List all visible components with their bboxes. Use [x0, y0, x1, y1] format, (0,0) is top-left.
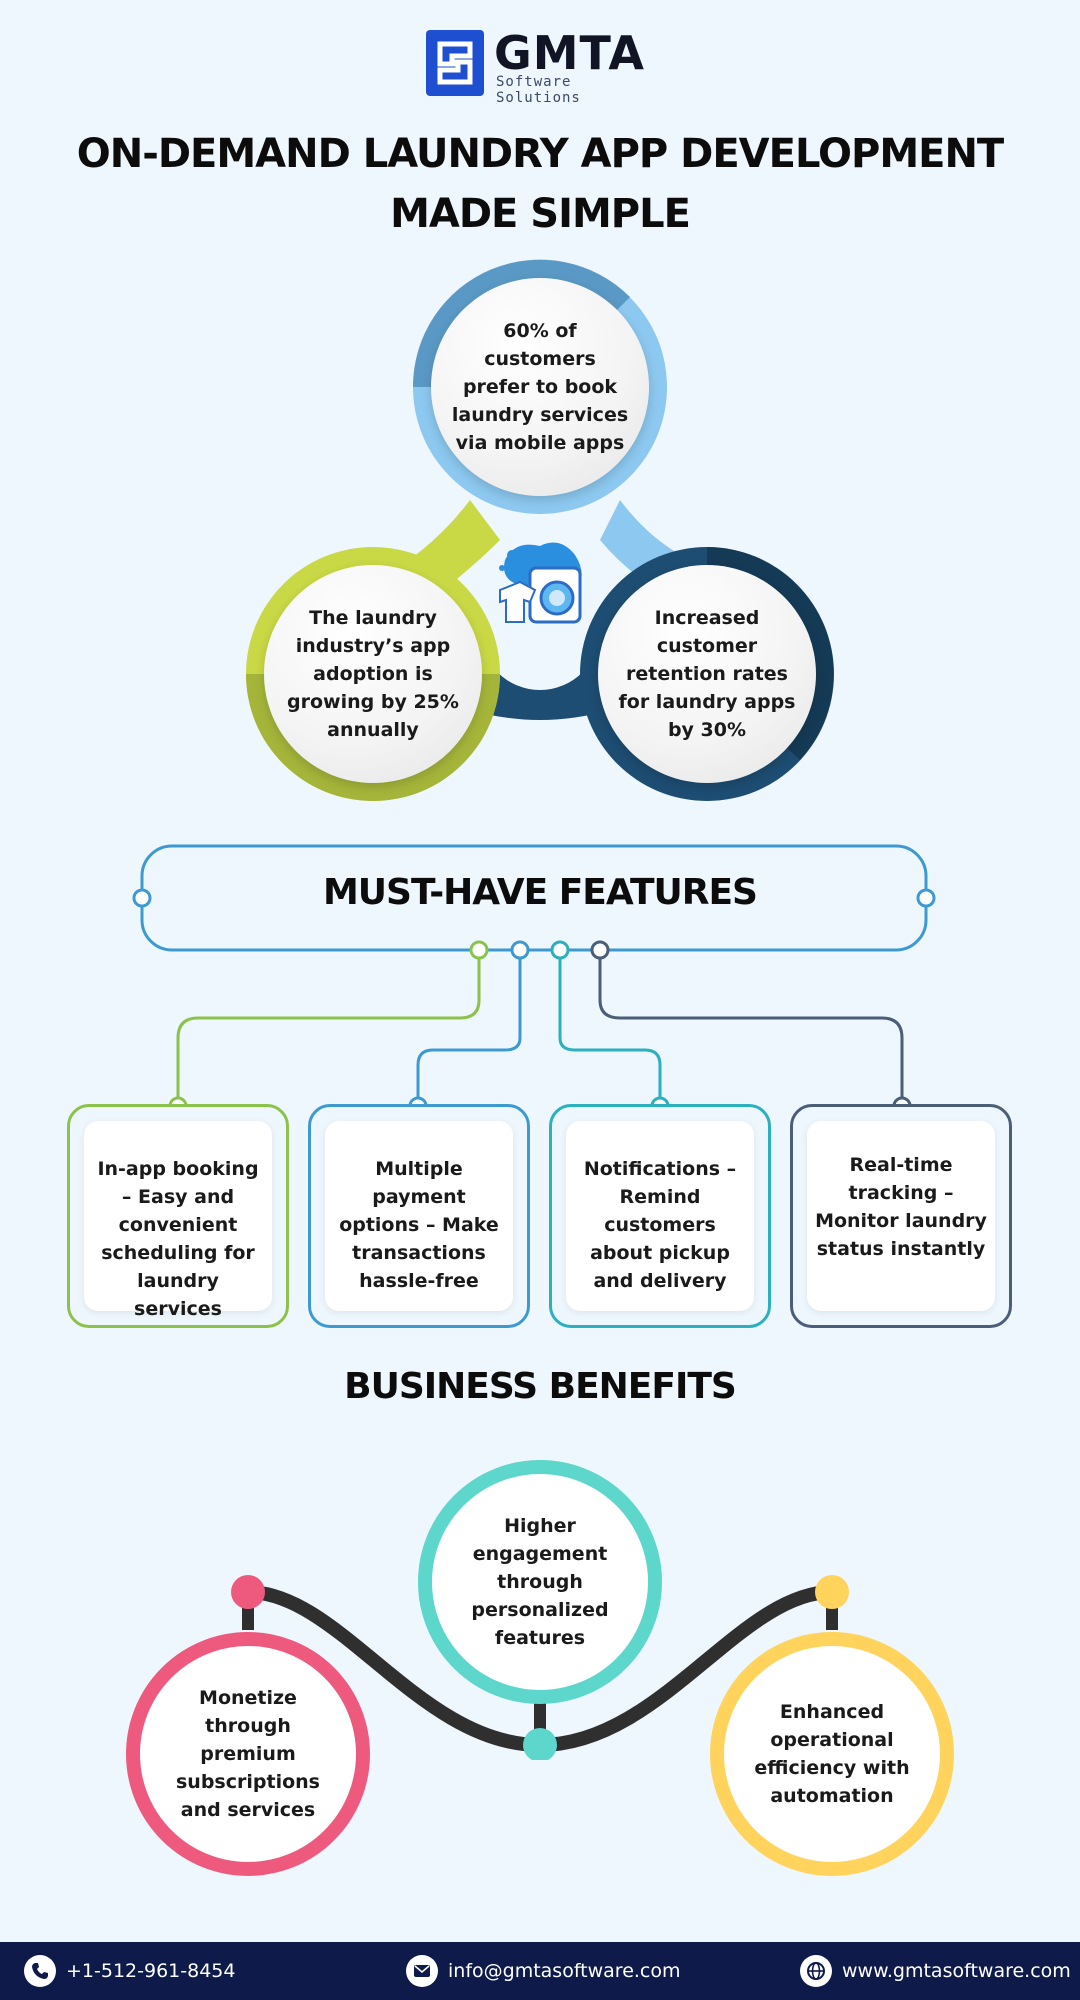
brand-logo: GMTA Software Solutions	[426, 26, 656, 106]
benefit-dot-teal	[523, 1728, 557, 1760]
feature-card-notifications: Notifications – Remind customers about p…	[549, 1104, 771, 1328]
benefit-text-engagement: Higher engagement through personalized f…	[471, 1515, 609, 1649]
feature-card-inner: Multiple payment options – Make transact…	[325, 1121, 513, 1311]
stat-text-left: The laundry industry’s app adoption is g…	[287, 607, 459, 741]
stat-circle-left: The laundry industry’s app adoption is g…	[264, 565, 482, 783]
globe-icon	[800, 1955, 832, 1987]
feature-card-payment: Multiple payment options – Make transact…	[308, 1104, 530, 1328]
feature-card-booking: In-app booking – Easy and convenient sch…	[67, 1104, 289, 1328]
feature-card-inner: Notifications – Remind customers about p…	[566, 1121, 754, 1311]
feature-card-inner: In-app booking – Easy and convenient sch…	[84, 1121, 272, 1320]
stat-text-right: Increased customer retention rates for l…	[618, 607, 796, 741]
feature-card-tracking: Real-time tracking – Monitor laundry sta…	[790, 1104, 1012, 1328]
benefit-circle-monetize: Monetize through premium subscriptions a…	[126, 1632, 370, 1876]
footer-bar: +1-512-961-8454 info@gmtasoftware.com ww…	[0, 1942, 1080, 2000]
benefit-dot-pink	[231, 1575, 265, 1609]
feature-text-booking: In-app booking – Easy and convenient sch…	[97, 1158, 259, 1320]
email-icon	[406, 1955, 438, 1987]
features-title: MUST-HAVE FEATURES	[322, 872, 758, 913]
stat-text-top: 60% of customers prefer to book laundry …	[451, 320, 629, 454]
page-title-line-2: MADE SIMPLE	[390, 191, 691, 237]
feature-text-tracking: Real-time tracking – Monitor laundry sta…	[815, 1154, 987, 1260]
brand-name: GMTA	[494, 26, 645, 80]
benefit-dot-yellow	[815, 1575, 849, 1609]
stat-circle-top: 60% of customers prefer to book laundry …	[431, 278, 649, 496]
footer-email[interactable]: info@gmtasoftware.com	[406, 1942, 681, 2000]
phone-icon	[24, 1955, 56, 1987]
footer-email-text[interactable]: info@gmtasoftware.com	[448, 1960, 681, 1982]
benefits-title: BUSINESS BENEFITS	[344, 1366, 737, 1407]
footer-website[interactable]: www.gmtasoftware.com	[800, 1942, 1071, 2000]
page-title-line-1: ON-DEMAND LAUNDRY APP DEVELOPMENT	[76, 131, 1004, 177]
feature-card-inner: Real-time tracking – Monitor laundry sta…	[807, 1121, 995, 1311]
stat-circle-right: Increased customer retention rates for l…	[598, 565, 816, 783]
page-title: ON-DEMAND LAUNDRY APP DEVELOPMENT MADE S…	[60, 124, 1020, 244]
footer-website-text[interactable]: www.gmtasoftware.com	[842, 1960, 1071, 1982]
brand-tagline: Software Solutions	[496, 74, 581, 106]
footer-phone[interactable]: +1-512-961-8454	[24, 1942, 235, 2000]
footer-phone-text[interactable]: +1-512-961-8454	[66, 1960, 236, 1982]
benefit-text-efficiency: Enhanced operational efficiency with aut…	[754, 1701, 910, 1807]
benefit-circle-engagement: Higher engagement through personalized f…	[418, 1460, 662, 1704]
feature-text-payment: Multiple payment options – Make transact…	[339, 1158, 499, 1292]
feature-text-notifications: Notifications – Remind customers about p…	[583, 1158, 737, 1292]
logo-mark-icon	[426, 30, 484, 96]
benefit-circle-efficiency: Enhanced operational efficiency with aut…	[710, 1632, 954, 1876]
washing-machine-icon	[499, 542, 582, 624]
benefit-text-monetize: Monetize through premium subscriptions a…	[176, 1687, 320, 1821]
